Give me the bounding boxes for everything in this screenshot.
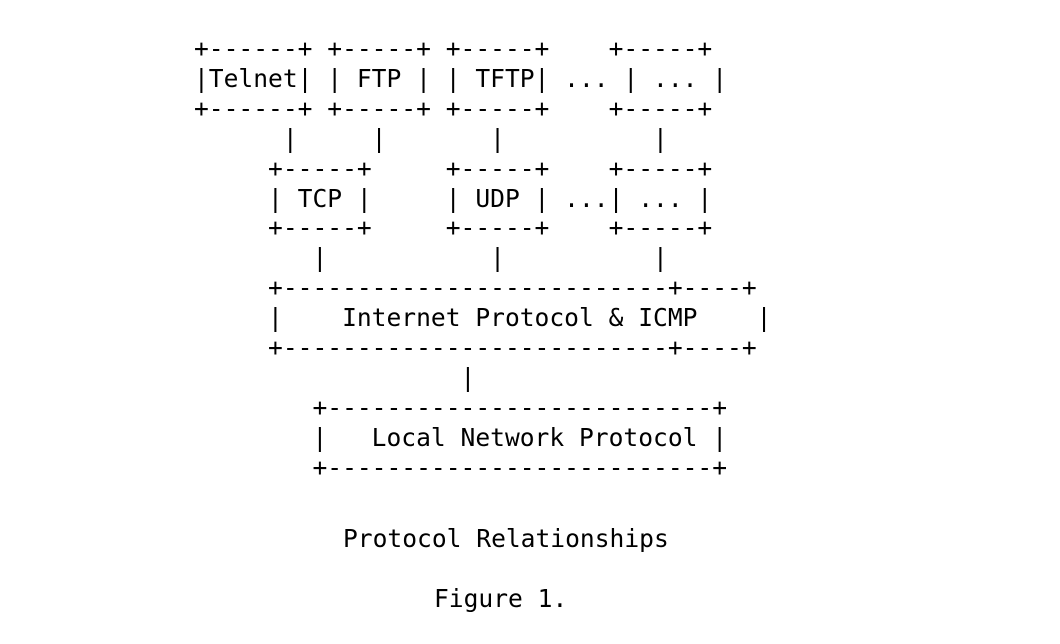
protocol-relationships-ascii-diagram: +------+ +-----+ +-----+ +-----+ |Telnet… bbox=[194, 34, 772, 482]
figure-caption: Protocol Relationships bbox=[343, 524, 669, 553]
figure-number: Figure 1. bbox=[434, 584, 568, 613]
